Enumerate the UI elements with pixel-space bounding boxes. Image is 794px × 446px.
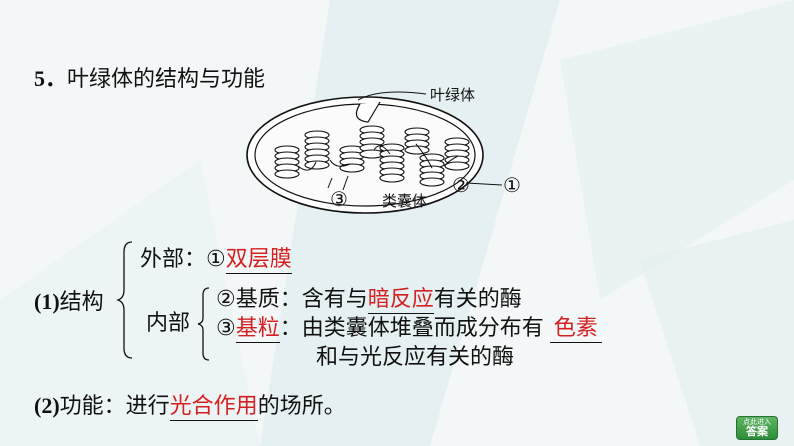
marker-1: ① bbox=[503, 173, 521, 197]
structure-num: (1) bbox=[34, 289, 60, 314]
heading-title: 叶绿体的结构与功能 bbox=[67, 67, 266, 92]
inner-line-2: ③基粒：由类囊体堆叠而成分布有色素 bbox=[216, 315, 602, 343]
answer-button-line1: 点此进入 bbox=[743, 418, 771, 426]
function-suffix: 的场所。 bbox=[257, 394, 346, 419]
function-num: (2) bbox=[34, 393, 60, 418]
structure-text: 结构 bbox=[59, 290, 104, 315]
inner-line1-suffix: 有关的酶 bbox=[433, 287, 522, 312]
heading-number: 5． bbox=[34, 66, 68, 91]
inner-line-3: 和与光反应有关的酶 bbox=[316, 345, 515, 370]
function-prefix: 功能：进行 bbox=[59, 394, 170, 419]
section-heading: 5．叶绿体的结构与功能 bbox=[34, 65, 265, 94]
structure-label: (1)结构 bbox=[34, 288, 104, 317]
outer-line: 外部：①双层膜 bbox=[140, 246, 292, 274]
inner-line2-answer: 基粒 bbox=[235, 316, 280, 343]
inner-brace bbox=[197, 287, 210, 361]
inner-line-1: ②基质：含有与暗反应有关的酶 bbox=[216, 286, 522, 314]
answer-button-line2: 答案 bbox=[746, 425, 768, 438]
outer-answer: 双层膜 bbox=[225, 247, 292, 274]
inner-line2-num: ③ bbox=[216, 316, 236, 341]
inner-line1-prefix: ②基质：含有与 bbox=[216, 287, 368, 312]
outer-label: 外部： bbox=[140, 247, 207, 272]
function-answer: 光合作用 bbox=[169, 394, 258, 421]
enter-answer-button[interactable]: 点此进入 答案 bbox=[736, 416, 778, 440]
grana-stacks bbox=[274, 125, 470, 187]
marker-2: ② bbox=[452, 173, 470, 197]
chloroplast-diagram bbox=[246, 91, 503, 214]
inner-line2-answer2: 色素 bbox=[549, 316, 602, 343]
label-thylakoid: 类囊体 bbox=[382, 192, 428, 210]
inner-label: 内部 bbox=[146, 311, 191, 336]
inner-line1-answer: 暗反应 bbox=[367, 287, 434, 314]
label-chloroplast: 叶绿体 bbox=[430, 86, 476, 104]
inner-line2-middle: ：由类囊体堆叠而成分布有 bbox=[279, 316, 544, 341]
marker-3: ③ bbox=[330, 187, 348, 211]
structure-brace bbox=[116, 241, 133, 359]
function-line: (2)功能：进行光合作用的场所。 bbox=[34, 392, 346, 421]
outer-num: ① bbox=[206, 247, 226, 272]
